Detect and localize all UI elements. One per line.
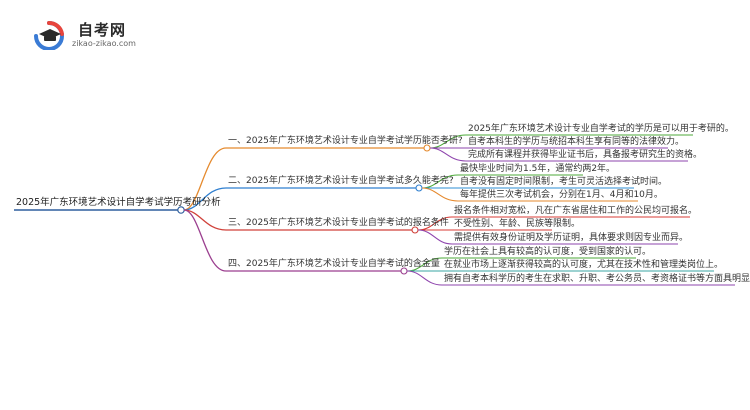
branch-3-label: 三、2025年广东环境艺术设计专业自学考试的报名条件: [228, 218, 449, 228]
leaf-4-1: 学历在社会上具有较高的认可度，受到国家的认可。: [444, 247, 652, 257]
branch-1-label: 一、2025年广东环境艺术设计专业自学考试学历能否考研?: [228, 136, 463, 146]
logo-domain: zikao-zikao.com: [72, 39, 136, 48]
root-label: 2025年广东环境艺术设计自学考试学历考研分析: [16, 197, 221, 208]
leaf-3-1: 报名条件相对宽松，凡在广东省居住和工作的公民均可报名。: [454, 206, 698, 216]
leaf-3-3: 需提供有效身份证明及学历证明，具体要求则因专业而异。: [454, 233, 689, 243]
branch-4-label: 四、2025年广东环境艺术设计专业自学考试的含金量: [228, 259, 440, 269]
leaf-1-3: 完成所有课程并获得毕业证书后，具备报考研究生的资格。: [468, 150, 703, 160]
leaf-1-1: 2025年广东环境艺术设计专业自学考试的学历是可以用于考研的。: [468, 124, 734, 134]
connector-branch-4: [183, 209, 227, 272]
leaf-2-1: 最快毕业时间为1.5年，通常约两2年。: [460, 164, 616, 174]
leaf-4-2: 在就业市场上逐渐获得较高的认可度，尤其在技术性和管理类岗位上。: [444, 260, 724, 270]
graduation-cap-icon: [34, 20, 64, 50]
leaf-2-2: 自考没有固定时间限制，考生可灵活选择考试时间。: [460, 177, 668, 187]
leaf-3-2: 不受性别、年龄、民族等限制。: [454, 219, 581, 229]
leaf-1-2: 自考本科生的学历与统招本科生享有同等的法律效力。: [468, 137, 685, 147]
site-logo[interactable]: 自考网 zikao-zikao.com: [32, 20, 142, 52]
leaf-4-3: 拥有自考本科学历的考生在求职、升职、考公务员、考资格证书等方面具明显优势。: [444, 274, 750, 284]
leaf-2-3: 每年提供三次考试机会，分别在1月、4月和10月。: [460, 190, 663, 200]
branch-2-label: 二、2025年广东环境艺术设计专业自学考试多久能考完?: [228, 176, 454, 186]
connector-branch-1: [183, 147, 227, 211]
logo-name: 自考网: [78, 21, 127, 39]
connector-branch-2: [183, 187, 227, 211]
